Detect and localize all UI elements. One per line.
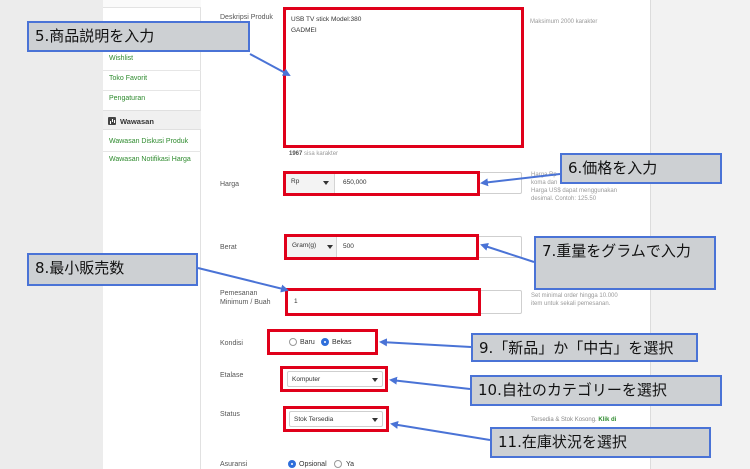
sidebar-section-title: Wawasan — [120, 117, 154, 126]
sidebar-section-wawasan: Wawasan — [103, 110, 201, 130]
callout-10: 10.自社のカテゴリーを選択 — [470, 375, 722, 406]
sidebar-item-toko-favorit[interactable]: Toko Favorit — [109, 75, 148, 82]
status-value: Stok Tersedia — [294, 416, 334, 423]
harga-input[interactable]: Rp 650,000 — [284, 172, 522, 194]
deskripsi-textarea[interactable]: USB TV stick Model:380 GADMEI — [285, 9, 522, 146]
callout-7: 7.重量をグラムで入力 — [534, 236, 716, 290]
char-counter-suffix: sisa karakter — [304, 151, 339, 157]
sidebar-item-wishlist[interactable]: Wishlist — [109, 55, 134, 62]
chevron-down-icon — [323, 181, 329, 185]
pemesanan-help: Set minimal order hingga 10.000 item unt… — [531, 292, 618, 308]
kondisi-label: Kondisi — [220, 340, 243, 347]
berat-label: Berat — [220, 244, 237, 251]
pemesanan-value: 1 — [294, 298, 298, 305]
etalase-select[interactable]: Komputer — [287, 371, 383, 387]
pemesanan-label-line-1: Pemesanan — [220, 290, 258, 297]
deskripsi-line-1: USB TV stick Model:380 — [291, 16, 362, 23]
pemesanan-label: Pemesanan Minimum / Buah — [220, 289, 271, 307]
harga-help-line: desimal. Contoh: 125.50 — [531, 196, 597, 202]
berat-value: 500 — [343, 243, 354, 250]
status-help-link[interactable]: Klik di — [598, 417, 617, 423]
radio-opsional-label: Opsional — [299, 461, 327, 468]
status-select[interactable]: Stok Tersedia — [289, 411, 383, 427]
char-counter-value: 1967 — [289, 151, 303, 157]
sidebar: Wishlist Toko Favorit Pengaturan Wawasan… — [103, 0, 201, 469]
radio-ya[interactable] — [334, 460, 342, 468]
chevron-down-icon — [327, 245, 333, 249]
chart-icon — [108, 117, 116, 125]
divider — [103, 90, 201, 91]
callout-11: 11.在庫状況を選択 — [490, 427, 711, 458]
radio-baru-label: Baru — [300, 339, 315, 346]
currency-select[interactable]: Rp — [285, 173, 335, 193]
berat-input[interactable]: Gram(g) 500 — [286, 236, 522, 258]
harga-label: Harga — [220, 181, 240, 188]
unit-select[interactable]: Gram(g) — [287, 237, 337, 257]
radio-ya-label: Ya — [346, 461, 355, 468]
callout-8: 8.最小販売数 — [27, 253, 198, 286]
status-label: Status — [220, 411, 240, 418]
deskripsi-line-2: GADMEI — [291, 27, 317, 34]
asuransi-label: Asuransi — [220, 461, 248, 468]
pemesanan-help-line: item untuk sekali pemesanan. — [531, 301, 611, 307]
currency-value: Rp — [291, 178, 300, 185]
callout-6: 6.価格を入力 — [560, 153, 722, 184]
status-help: Tersedia & Stok Kosong. Klik di — [531, 416, 616, 424]
char-counter: 1967 sisa karakter — [289, 150, 338, 158]
harga-help-line: Harga US$ dapat menggunakan — [531, 188, 618, 194]
etalase-value: Komputer — [292, 376, 321, 383]
radio-bekas[interactable] — [321, 338, 329, 346]
deskripsi-label: Deskripsi Produk — [220, 14, 273, 21]
pemesanan-help-line: Set minimal order hingga 10.000 — [531, 293, 618, 299]
sidebar-item-wawasan-diskusi[interactable]: Wawasan Diskusi Produk — [109, 138, 189, 145]
sidebar-top-item[interactable] — [103, 0, 201, 8]
pemesanan-label-line-2: Minimum / Buah — [220, 299, 271, 306]
pemesanan-input[interactable]: 1 — [287, 290, 522, 314]
divider — [103, 70, 201, 71]
radio-bekas-label: Bekas — [332, 339, 352, 346]
unit-value: Gram(g) — [292, 242, 317, 249]
radio-opsional[interactable] — [288, 460, 296, 468]
harga-value: 650,000 — [343, 179, 367, 186]
radio-baru[interactable] — [289, 338, 297, 346]
chevron-down-icon — [372, 418, 378, 422]
callout-9: 9.「新品」か「中古」を選択 — [471, 333, 698, 362]
deskripsi-hint: Maksimum 2000 karakter — [530, 19, 598, 25]
sidebar-item-wawasan-notifikasi[interactable]: Wawasan Notifikasi Harga — [109, 156, 191, 163]
sidebar-item-pengaturan[interactable]: Pengaturan — [109, 95, 146, 102]
etalase-label: Etalase — [220, 372, 244, 379]
status-help-text: Tersedia & Stok Kosong. — [531, 417, 597, 423]
callout-5: 5.商品説明を入力 — [27, 21, 250, 52]
chevron-down-icon — [372, 378, 378, 382]
divider — [103, 151, 201, 152]
